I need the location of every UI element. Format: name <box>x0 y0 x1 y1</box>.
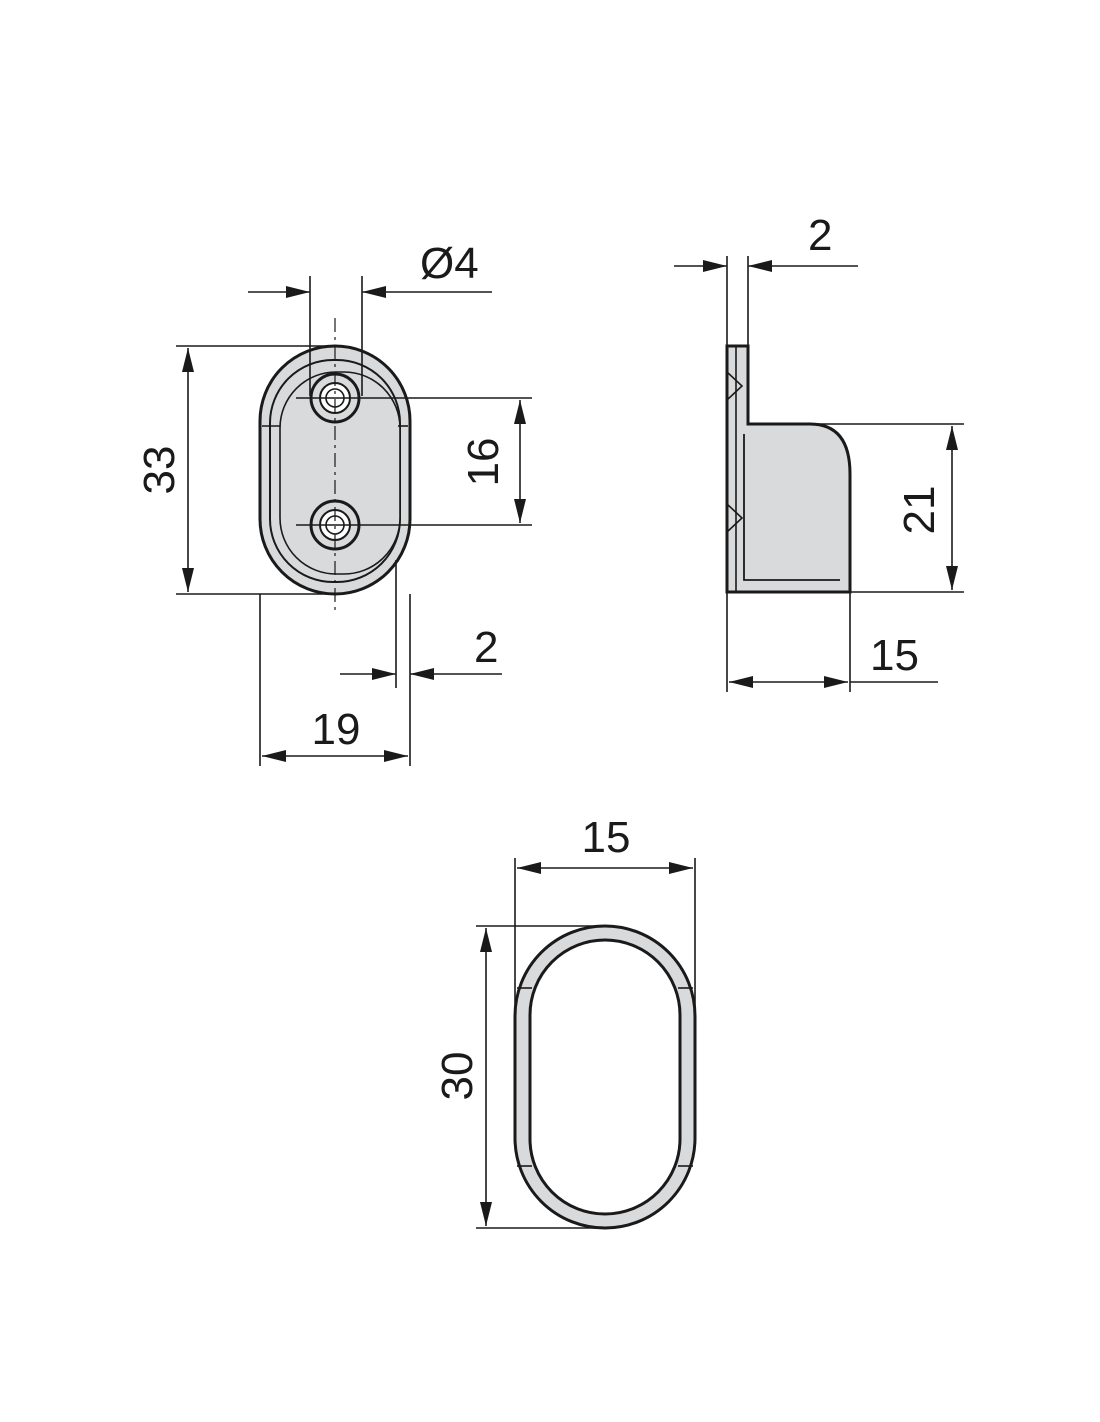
side-view-outline <box>725 344 852 594</box>
top-view-inner-ring <box>528 938 682 1216</box>
dim-height-21: 21 <box>895 486 944 535</box>
dim-width-19: 19 <box>312 705 361 754</box>
dim-wall-thickness: 2 <box>474 623 498 672</box>
side-view: 2 21 15 <box>674 211 964 692</box>
dim-hole-diameter: Ø4 <box>420 239 479 288</box>
front-view: 33 Ø4 16 2 19 <box>135 239 532 766</box>
dim-hole-spacing-16: 16 <box>459 438 508 487</box>
dim-plate-thickness: 2 <box>808 211 832 260</box>
top-view: 15 30 <box>433 813 697 1230</box>
dim-ring-height-30: 30 <box>433 1052 482 1101</box>
dim-ring-width-15: 15 <box>582 813 631 862</box>
dim-depth-15: 15 <box>870 631 919 680</box>
dim-height-33: 33 <box>135 446 184 495</box>
